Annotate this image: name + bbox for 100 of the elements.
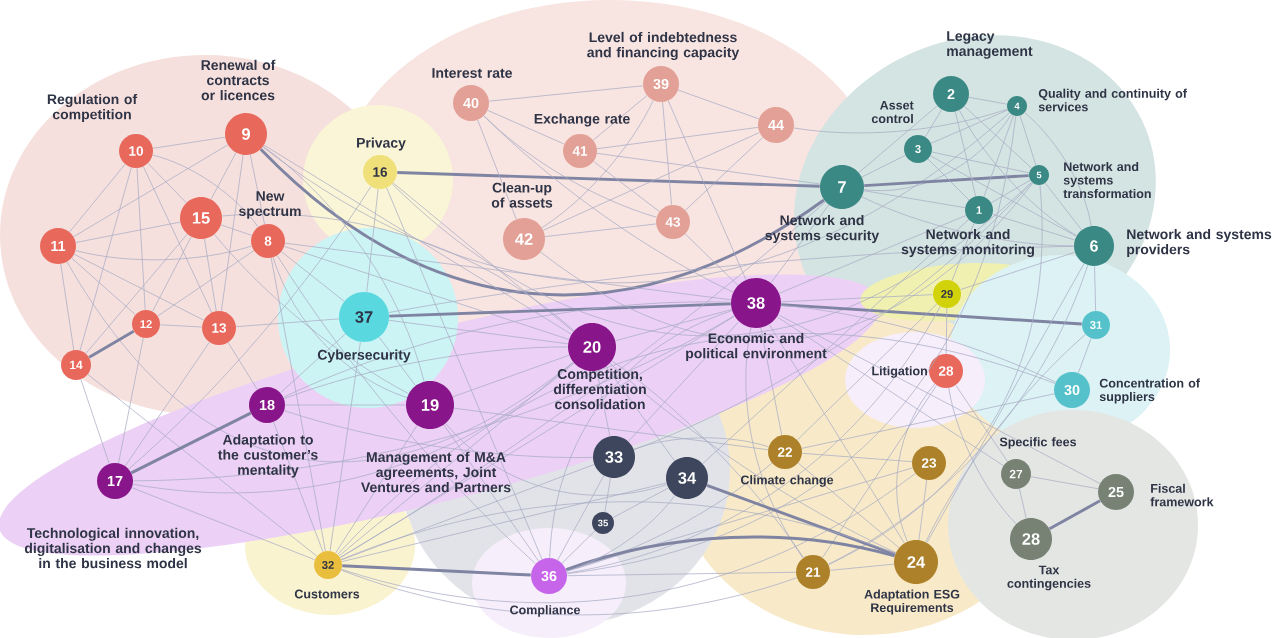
connector-line [549,310,733,559]
connector-line [124,341,210,467]
connector-line [128,186,372,470]
connector-line [983,115,1014,197]
node-label: Network and systems security [765,214,880,244]
node-label: Exchange rate [534,113,630,127]
connector-line [801,452,913,463]
connector-line [452,354,570,398]
node-label: Tax contingencies [1007,565,1091,591]
connector-line [959,109,1077,236]
connector-line [593,161,660,212]
connector-line [131,487,316,561]
connector-line [566,495,676,572]
connector-line [918,479,928,541]
connector-line [75,221,181,243]
connector-line [118,337,144,464]
connector-line [388,319,569,345]
connector-line [132,362,575,494]
connector-line [612,487,669,519]
connector-line [341,482,667,562]
connector-line [1030,476,1099,490]
connector-line [272,257,408,398]
node-label: Management of M&A agreements, Joint Ventures and Partners [361,451,511,493]
connector-line [930,155,1077,237]
connector-line [487,110,565,145]
connector-line [951,222,975,282]
connector-line [745,327,804,559]
connector-line [342,564,531,577]
connector-line [770,204,830,284]
connector-line [864,174,1029,188]
connector-line [280,333,346,394]
connector-line [615,309,732,342]
node-label: Technological innovation, digitalisation and changes in the business model [24,527,202,569]
connector-line [1019,488,1027,519]
node-label: Adaptation to the customer’s mentality [218,434,318,478]
connector-line [566,462,773,572]
connector-line [633,437,769,450]
connector-line [335,425,418,554]
connector-line [152,236,192,312]
node-label: Economic and political environment [686,332,827,362]
connector-line [132,315,735,482]
connector-line [79,167,132,351]
connector-line [596,127,759,150]
node-label: Adaptation ESG Requirements [864,589,960,615]
connector-line [793,108,1008,134]
connector-line [801,393,1055,449]
connector-line [760,327,783,436]
connector-line [85,233,188,354]
node-label: Privacy [357,137,406,151]
connector-line [235,318,340,328]
connector-line [861,196,1075,247]
connector-line [220,224,253,236]
connector-line [443,424,539,562]
connector-line [926,263,1085,543]
connector-line [329,341,361,552]
connector-line [284,242,732,301]
connector-line [366,188,379,293]
connector-line [781,303,1082,326]
connector-line [283,346,569,399]
connector-line [391,181,1032,337]
connector-line [483,115,734,293]
connector-line [340,569,798,616]
connector-line [565,535,895,572]
connector-line [930,109,1008,144]
connector-line [927,158,970,201]
connector-line [685,137,764,211]
connector-line [925,334,1086,543]
node-label: Cybersecurity [317,349,411,363]
connector-line [453,407,769,451]
node-label: Network and systems transformation [1063,161,1151,199]
connector-line [702,219,969,464]
connector-line [397,171,820,188]
connector-line [340,501,896,560]
connector-line [262,112,1010,283]
node-label: New spectrum [239,191,301,219]
connector-line [73,144,229,237]
connector-line [566,306,941,574]
connector-line [628,321,740,442]
connector-line [152,136,226,149]
connector-line [604,477,611,513]
connector-line [863,114,1012,192]
connector-line [273,421,324,553]
connector-line [776,316,1004,466]
connector-line [544,223,657,237]
connector-line [706,483,896,556]
connector-line [445,423,668,496]
connector-line [60,263,75,351]
node-label: Network and systems providers [1127,228,1272,258]
connector-line [73,253,204,321]
connector-line [822,385,937,558]
connector-line [566,115,1017,575]
connector-line [1077,338,1092,374]
connector-line [477,119,517,220]
connector-line [338,362,574,557]
connector-line [543,132,760,231]
node-label: Customers [294,589,360,599]
connector-line [828,264,1089,565]
connector-line [797,303,938,441]
connector-line [1019,115,1037,166]
connector-line [87,374,318,557]
